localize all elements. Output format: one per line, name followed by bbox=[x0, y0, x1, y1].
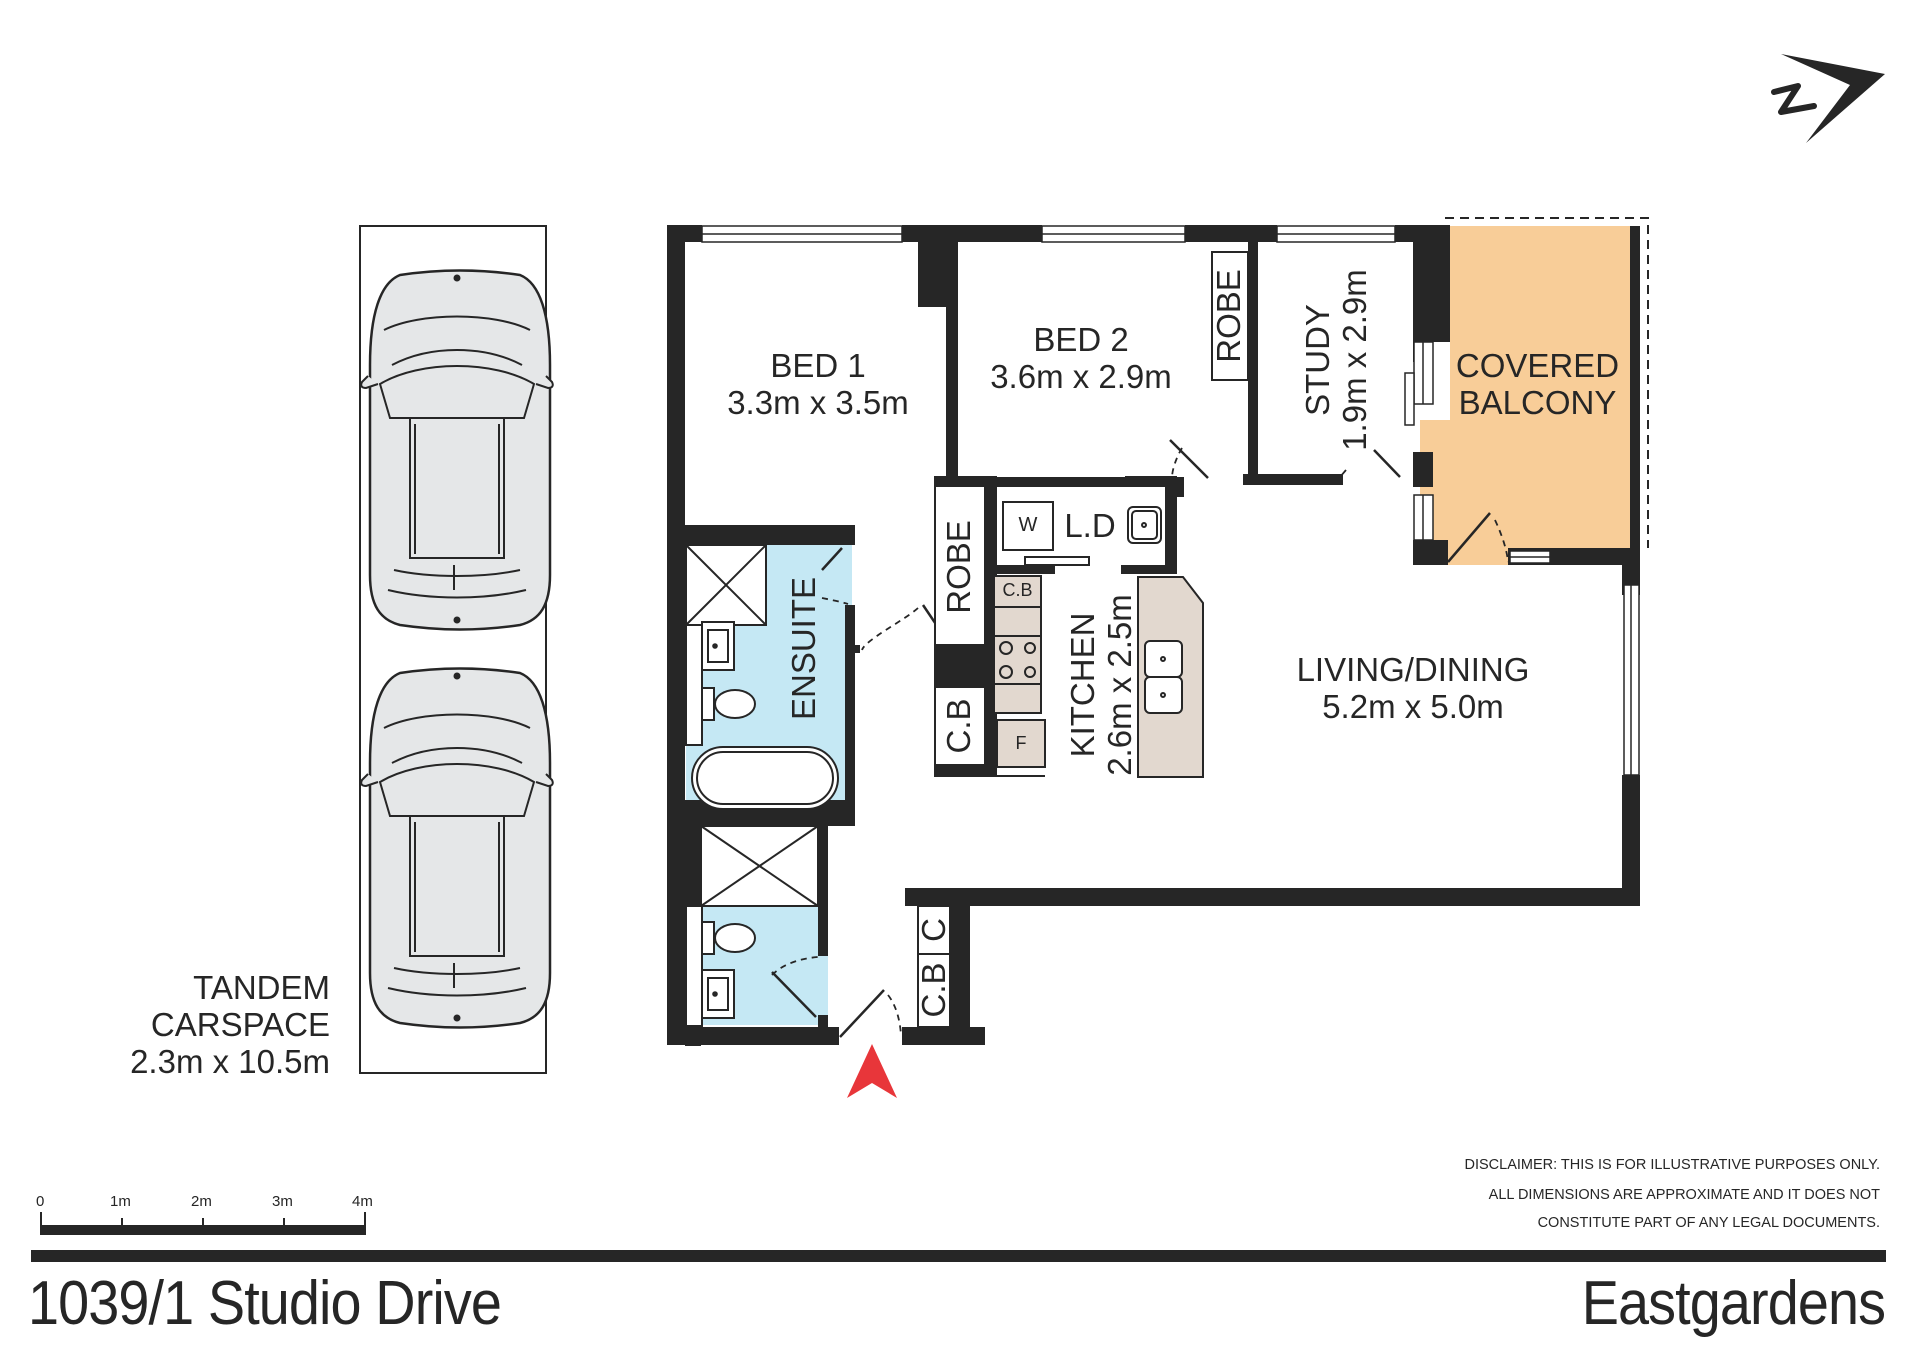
balcony-name-line2: BALCONY bbox=[1458, 383, 1617, 421]
disclaimer-line-3: CONSTITUTE PART OF ANY LEGAL DOCUMENTS. bbox=[1537, 1215, 1880, 1231]
bed1-name: BED 1 bbox=[770, 347, 866, 384]
footer-rule bbox=[31, 1250, 1886, 1262]
kitchen-size: 2.6m x 2.5m bbox=[1100, 594, 1138, 776]
north-arrow-icon bbox=[1771, 54, 1885, 143]
scale-tick-3: 3m bbox=[272, 1193, 293, 1210]
scale-bar bbox=[40, 1212, 366, 1235]
scale-tick-4: 4m bbox=[352, 1193, 373, 1210]
bathroom-fixtures bbox=[685, 825, 819, 1027]
bed2-name: BED 2 bbox=[1033, 321, 1129, 358]
disclaimer-line-1: DISCLAIMER: THIS IS FOR ILLUSTRATIVE PUR… bbox=[1464, 1157, 1880, 1173]
windows bbox=[701, 225, 1640, 776]
disclaimer-line-2: ALL DIMENSIONS ARE APPROXIMATE AND IT DO… bbox=[1488, 1187, 1880, 1203]
ensuite-fixtures bbox=[685, 544, 839, 810]
car-icon-2 bbox=[359, 667, 555, 1029]
balcony-floor bbox=[1450, 226, 1638, 565]
bed1-size: 3.3m x 3.5m bbox=[727, 383, 909, 421]
room-label-kitchen: KITCHEN 2.6m x 2.5m bbox=[1064, 565, 1145, 805]
living-size: 5.2m x 5.0m bbox=[1322, 687, 1504, 725]
kitchen-bench bbox=[993, 575, 1204, 778]
room-label-bed2: BED 2 3.6m x 2.9m bbox=[966, 321, 1196, 396]
property-suburb: Eastgardens bbox=[1581, 1269, 1886, 1338]
property-address: 1039/1 Studio Drive bbox=[28, 1269, 502, 1338]
doors bbox=[771, 439, 1509, 1038]
car-icon bbox=[360, 269, 554, 631]
room-label-carspace: TANDEM CARSPACE 2.3m x 10.5m bbox=[110, 969, 330, 1081]
scale-tick-0: 0 bbox=[36, 1193, 45, 1210]
kitchen-cupboard-label: C.B bbox=[1002, 580, 1033, 600]
robe-bed2-label: ROBE bbox=[1210, 269, 1247, 363]
carspace-size: 2.3m x 10.5m bbox=[130, 1042, 330, 1080]
room-label-bed1: BED 1 3.3m x 3.5m bbox=[718, 347, 918, 422]
study-name: STUDY bbox=[1299, 304, 1336, 416]
scale-tick-1: 1m bbox=[110, 1193, 131, 1210]
robe-cb-cabinets bbox=[917, 251, 1249, 1028]
room-label-study: STUDY 1.9m x 2.9m bbox=[1299, 260, 1380, 460]
fridge-label: F bbox=[1015, 733, 1027, 753]
washer-label: W bbox=[1018, 514, 1038, 536]
study-size: 1.9m x 2.9m bbox=[1335, 269, 1373, 451]
room-label-living: LIVING/DINING 5.2m x 5.0m bbox=[1268, 651, 1558, 726]
balcony-name-line1: COVERED bbox=[1455, 347, 1620, 384]
living-name: LIVING/DINING bbox=[1296, 651, 1530, 688]
laundry-label: L.D bbox=[1064, 507, 1116, 544]
carspace-line2: CARSPACE bbox=[150, 1005, 330, 1043]
entry-c-label: C bbox=[915, 918, 952, 942]
entry-cb-label: C.B bbox=[915, 962, 952, 1018]
cb-hall-label: C.B bbox=[940, 698, 977, 754]
room-label-balcony: COVERED BALCONY bbox=[1440, 347, 1635, 422]
kitchen-name: KITCHEN bbox=[1064, 612, 1101, 758]
carspace-line1: TANDEM bbox=[193, 969, 330, 1006]
scale-tick-2: 2m bbox=[191, 1193, 212, 1210]
room-label-ensuite: ENSUITE bbox=[785, 576, 822, 720]
entry-arrow-icon bbox=[847, 1044, 897, 1098]
laundry-fixtures bbox=[997, 487, 1165, 566]
robe-bed1-label: ROBE bbox=[940, 520, 977, 614]
bed2-size: 3.6m x 2.9m bbox=[990, 357, 1172, 395]
